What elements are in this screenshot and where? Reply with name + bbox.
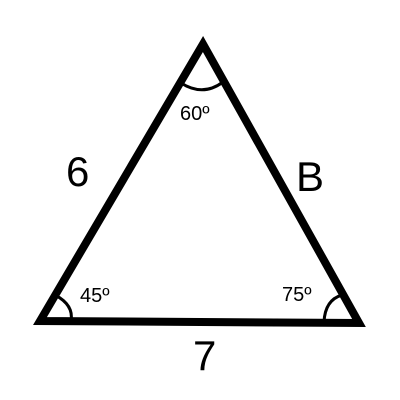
left-side-label: 6 [66,148,89,195]
top-angle-arc [180,80,224,92]
bottom-right-angle-arc [322,293,343,323]
bottom-left-angle-arc [54,293,73,322]
right-side-label: B [296,153,324,200]
bottom-left-angle-label: 45º [80,285,110,307]
top-angle-label: 60º [180,103,210,125]
bottom-side-label: 7 [193,332,216,379]
bottom-right-angle-label: 75º [282,284,312,306]
triangle-outline [33,35,366,328]
